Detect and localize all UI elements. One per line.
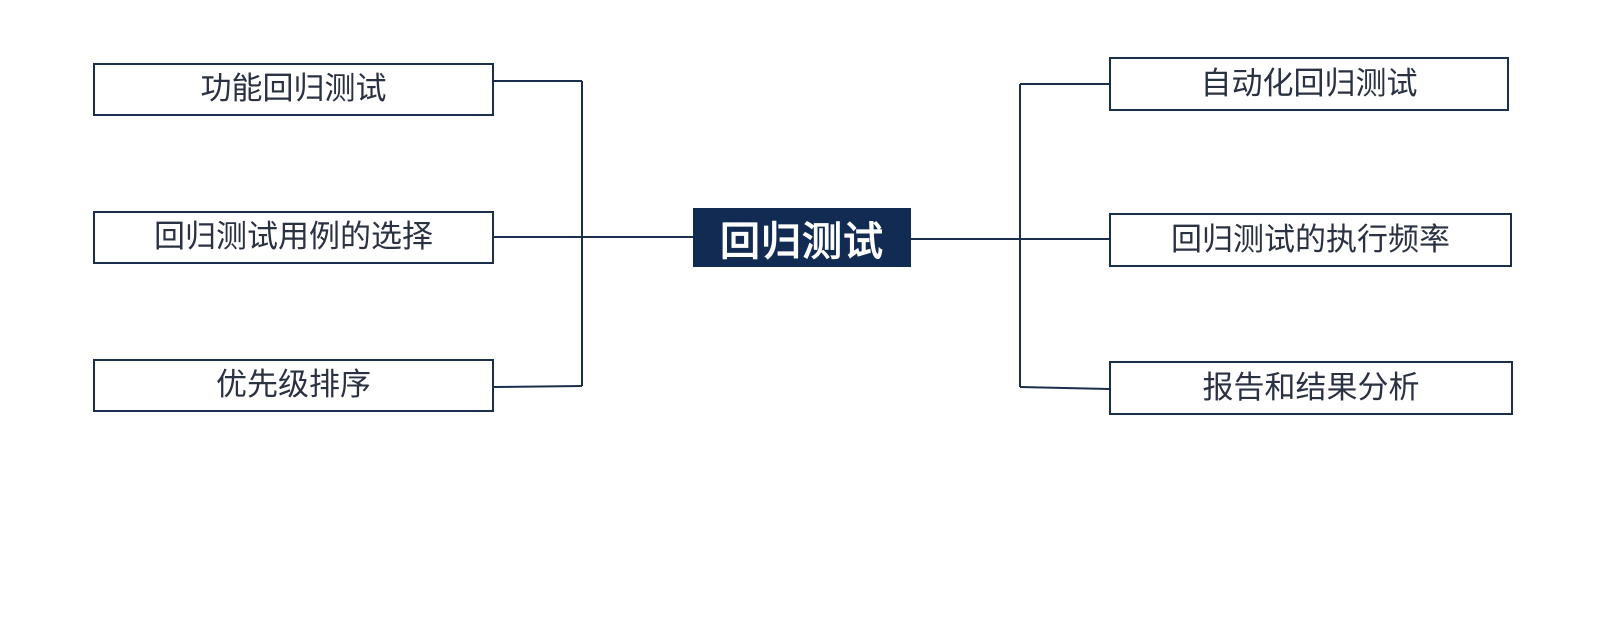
branch-node-execution-frequency[interactable]: 回归测试的执行频率 [1109,213,1512,267]
branch-node-test-case-selection[interactable]: 回归测试用例的选择 [93,211,494,264]
branch-label: 优先级排序 [216,367,371,403]
branch-label: 功能回归测试 [200,71,387,107]
connector-left-3 [493,385,583,388]
branch-label: 回归测试用例的选择 [154,219,433,255]
branch-label: 报告和结果分析 [1202,369,1420,406]
branch-node-priority-ranking[interactable]: 优先级排序 [93,359,494,412]
branch-node-functional-regression[interactable]: 功能回归测试 [93,63,494,116]
central-topic-box[interactable]: 回归测试 [693,208,911,267]
branch-label: 自动化回归测试 [1200,65,1418,102]
connector-right-3 [1019,386,1110,390]
central-topic-label: 回归测试 [720,218,884,265]
branch-label: 回归测试的执行频率 [1171,221,1450,258]
branch-node-automated-regression[interactable]: 自动化回归测试 [1109,57,1509,111]
branch-node-report-analysis[interactable]: 报告和结果分析 [1109,361,1513,415]
